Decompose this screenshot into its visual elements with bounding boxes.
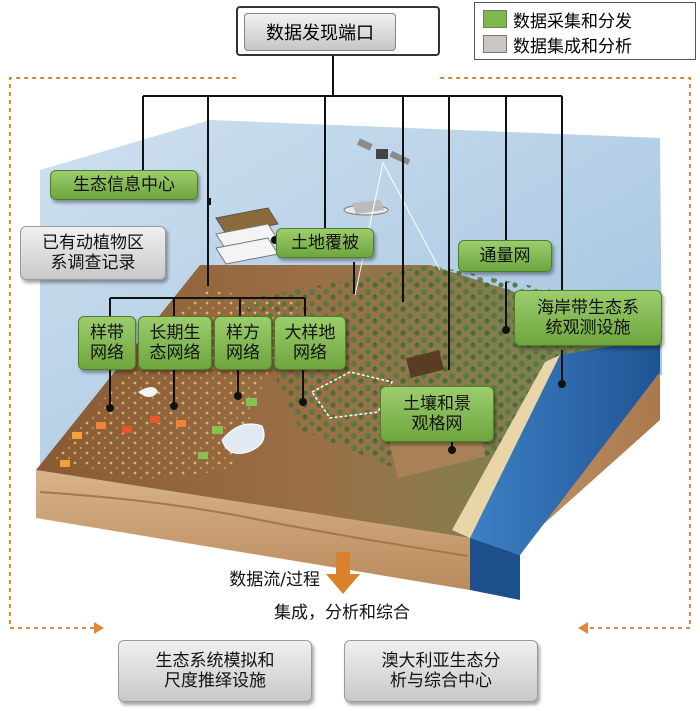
data-discovery-portal[interactable]: 数据发现端口	[236, 6, 440, 56]
sample-plot	[72, 432, 82, 439]
legend-label: 数据集成和分析	[513, 36, 632, 57]
aircraft-icon	[343, 200, 389, 216]
land-cover-layers-icon	[215, 207, 279, 265]
node-flux-network[interactable]: 通量网	[458, 240, 552, 272]
sample-plot	[96, 422, 106, 429]
farm-plot	[406, 350, 444, 378]
pond	[221, 423, 265, 454]
legend-swatch-green	[483, 10, 507, 28]
dashed-arrowhead-right	[578, 622, 588, 634]
legend-item-collection: 数据采集和分发	[483, 7, 632, 32]
beach	[452, 355, 560, 538]
data-discovery-portal-label: 数据发现端口	[244, 13, 396, 51]
dashed-arrowhead-left	[94, 622, 104, 634]
integration-label: 集成，分析和综合	[274, 602, 410, 623]
pond	[138, 387, 158, 397]
node-soil-landscape-grid[interactable]: 土壤和景 观格网	[380, 386, 494, 442]
node-coastal-facility[interactable]: 海岸带生态系 统观测设施	[514, 290, 662, 346]
soil-strata	[39, 491, 469, 557]
legend-item-integration: 数据集成和分析	[483, 32, 632, 57]
node-transect-network[interactable]: 样带 网络	[78, 316, 136, 370]
node-land-cover[interactable]: 土地覆被	[276, 228, 374, 258]
sample-plot	[176, 420, 186, 427]
data-flow-label: 数据流/过程	[229, 569, 320, 590]
node-long-term-network[interactable]: 长期生 态网络	[138, 316, 212, 370]
flow-down-arrow	[326, 552, 360, 594]
dashed-loop-left	[9, 77, 236, 629]
node-large-plot-network[interactable]: 大样地 网络	[274, 316, 346, 370]
node-eco-info-center[interactable]: 生态信息中心	[50, 170, 198, 200]
sample-plot	[246, 398, 257, 406]
sea-front	[470, 538, 520, 600]
legend: 数据采集和分发 数据集成和分析	[474, 2, 696, 60]
sample-plot	[122, 426, 132, 433]
output-synthesis-center[interactable]: 澳大利亚生态分 析与综合中心	[344, 640, 538, 702]
legend-swatch-gray	[483, 35, 507, 53]
sample-plot	[212, 426, 223, 434]
soil-front-face	[36, 470, 470, 590]
sample-plot	[60, 460, 70, 467]
sample-plot	[150, 416, 160, 423]
node-existing-survey-records[interactable]: 已有动植物区 系调查记录	[20, 226, 166, 280]
sample-plot	[198, 452, 208, 459]
output-modelling-facility[interactable]: 生态系统模拟和 尺度推绎设施	[118, 640, 312, 702]
legend-label: 数据采集和分发	[513, 11, 632, 32]
node-plot-network[interactable]: 样方 网络	[214, 316, 272, 370]
satellite-icon	[356, 138, 411, 165]
sea	[470, 338, 660, 555]
